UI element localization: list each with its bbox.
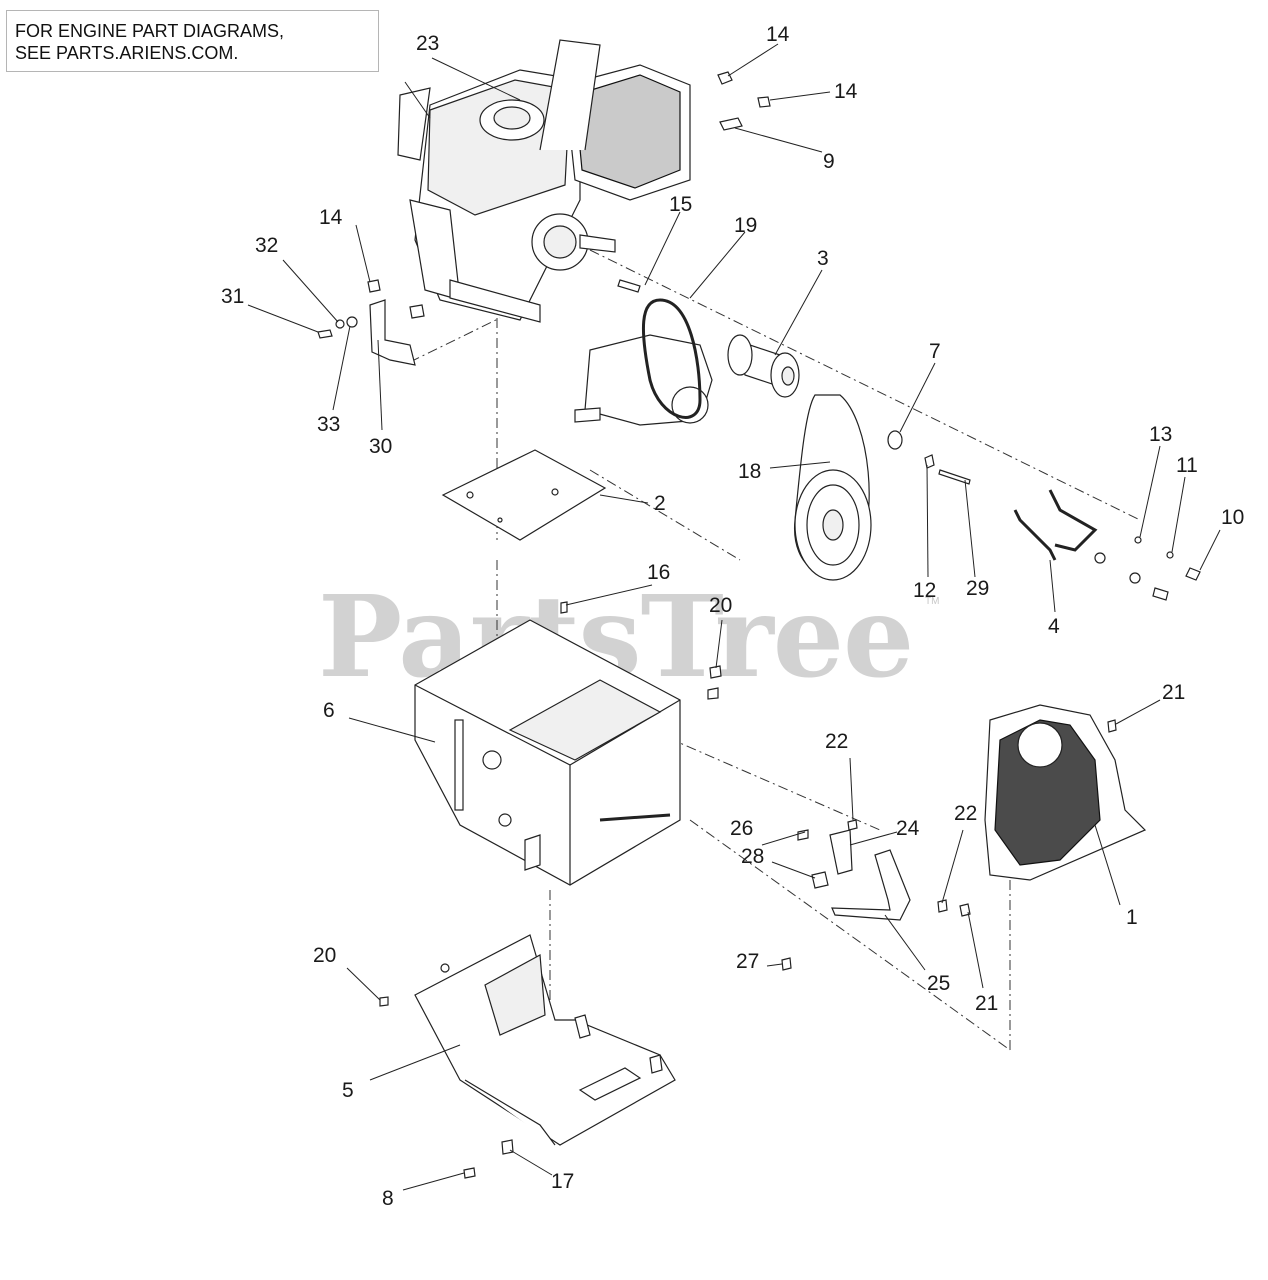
callout-31: 31 [221,285,244,308]
callout-32: 32 [255,234,278,257]
callout-15: 15 [669,193,692,216]
bolt-part-8[interactable] [463,1167,476,1179]
bolt-part-27[interactable] [781,957,792,971]
bracket-part-30[interactable] [369,299,416,366]
bolt-part-16[interactable] [560,601,568,614]
callout-21-bottom: 21 [975,992,998,1015]
nut-part-22b[interactable] [937,899,948,913]
callout-23: 23 [416,32,439,55]
belt-cover-part-1[interactable] [984,704,1147,881]
note-line-1: FOR ENGINE PART DIAGRAMS, [15,21,285,41]
callout-4: 4 [1048,615,1060,638]
callout-33: 33 [317,413,340,436]
callout-29: 29 [966,577,989,600]
callout-24: 24 [896,817,920,840]
callout-17: 17 [551,1170,574,1193]
watermark-trademark: TM [925,596,940,607]
callout-18: 18 [738,460,761,483]
callout-10: 10 [1221,506,1244,529]
skid-plate-part-5[interactable] [414,934,676,1146]
spring-part-28[interactable] [811,871,829,889]
washer-part-13[interactable] [1134,536,1142,544]
leader-lines [247,43,1221,1191]
nut-part-14c[interactable] [367,279,381,293]
clip-part-12[interactable] [924,454,935,469]
callout-25: 25 [927,972,950,995]
nut-part-14b[interactable] [757,96,771,108]
callout-27: 27 [736,950,759,973]
callout-16: 16 [647,561,670,584]
pin-part-29[interactable] [938,469,971,485]
bolt-part-4c[interactable] [1152,587,1169,601]
nut-part-20a[interactable] [709,665,722,679]
engine-parts-note: FOR ENGINE PART DIAGRAMS, SEE PARTS.ARIE… [6,10,379,72]
callout-1: 1 [1126,906,1138,929]
spacer-part-7[interactable] [887,430,903,450]
callout-13: 13 [1149,423,1172,446]
callout-19: 19 [734,214,757,237]
nut-frame[interactable] [707,687,719,700]
callout-26: 26 [730,817,753,840]
callout-14-top: 14 [766,23,790,46]
callout-28: 28 [741,845,764,868]
callout-labels: 23 14 14 9 15 19 3 7 18 2 12 29 4 13 11 … [221,23,1244,1210]
bracket-part-4[interactable] [1013,489,1098,561]
frame-part-6[interactable] [414,619,681,886]
callout-14-right: 14 [834,80,858,103]
pulley-part-3[interactable] [727,334,800,398]
nut-part-14a[interactable] [717,71,733,85]
bolt-part-10[interactable] [1185,567,1201,581]
plate-part-2[interactable] [441,449,607,541]
bolt-part-26[interactable] [797,829,809,841]
callout-22-right: 22 [954,802,977,825]
screw-part-21a[interactable] [1107,719,1117,733]
callout-5: 5 [342,1079,354,1102]
clip-part-9[interactable] [719,117,743,131]
nut-part-22a[interactable] [847,819,858,831]
callout-14-left: 14 [319,206,343,229]
clip-part-17[interactable] [501,1139,514,1155]
bolt-part-31[interactable] [317,329,333,339]
callout-21-top: 21 [1162,681,1185,704]
callout-20-top: 20 [709,594,732,617]
nut-part-4a[interactable] [1094,552,1106,564]
nut-engine-mount[interactable] [409,304,425,319]
note-line-2: SEE PARTS.ARIENS.COM. [15,43,239,63]
callout-8: 8 [382,1187,394,1210]
bracket-part-24[interactable] [829,829,853,875]
callout-30: 30 [369,435,392,458]
callout-12: 12 [913,579,936,602]
washer-part-33[interactable] [346,316,358,328]
nut-part-20b[interactable] [379,996,389,1007]
callout-6: 6 [323,699,335,722]
bracket-part-25[interactable] [831,849,911,921]
callout-7: 7 [929,340,941,363]
belt-part-19[interactable] [642,298,702,419]
callout-9: 9 [823,150,835,173]
pulley-part-18[interactable] [794,394,872,581]
screw-part-21b[interactable] [959,903,971,917]
callout-11: 11 [1176,454,1198,477]
nut-part-4b[interactable] [1129,572,1141,584]
key-part-15[interactable] [617,279,641,293]
engine-part-23[interactable] [397,39,691,323]
washer-part-11[interactable] [1166,551,1174,559]
callout-2: 2 [654,492,666,515]
callout-3: 3 [817,247,829,270]
callout-20-bottom: 20 [313,944,336,967]
callout-22-left: 22 [825,730,848,753]
